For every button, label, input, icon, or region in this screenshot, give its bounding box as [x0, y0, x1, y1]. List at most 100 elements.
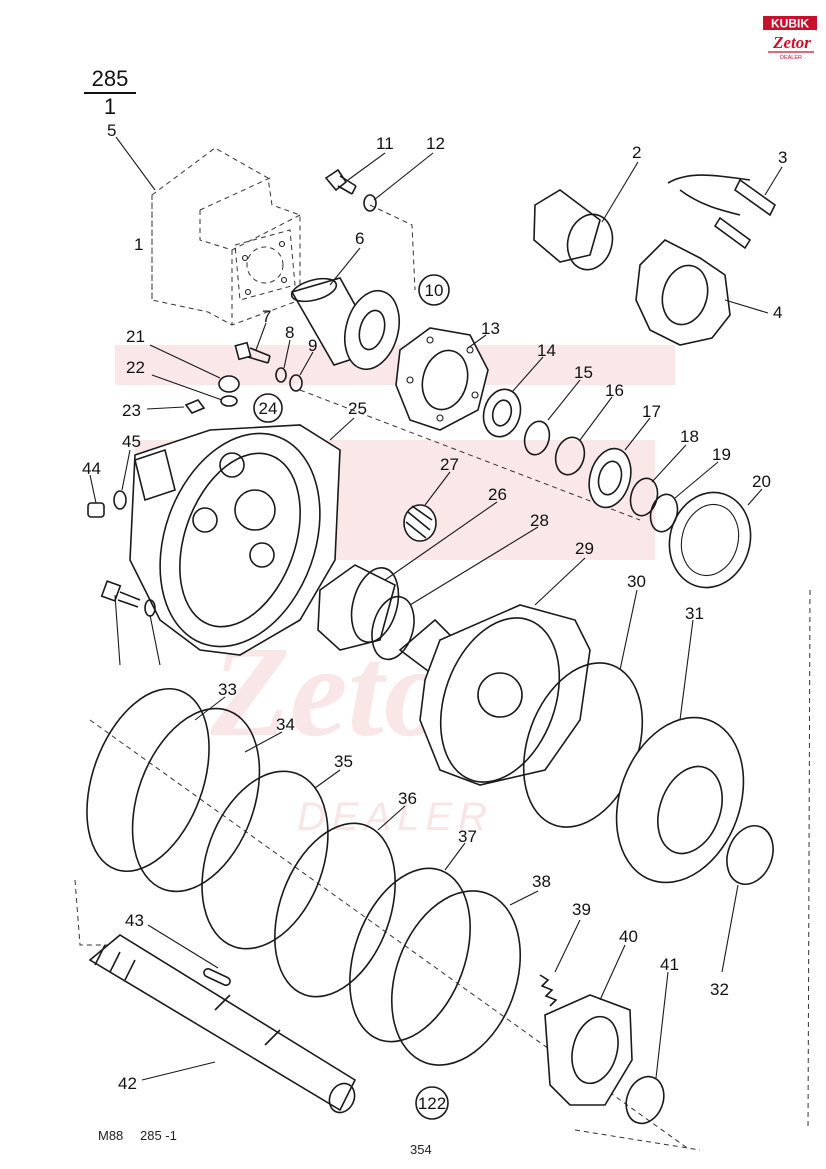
part-42-shaft — [88, 934, 357, 1114]
circled-ref-10 — [418, 274, 450, 306]
part-22-seal-lower — [113, 490, 127, 510]
watermark-band-top — [115, 345, 675, 385]
part-21-plug-upper — [218, 375, 240, 393]
part-label: 6 — [355, 229, 364, 248]
housing-edges — [199, 177, 301, 325]
leader-35 — [314, 769, 341, 789]
leader-31 — [679, 619, 694, 721]
housing-window — [219, 452, 245, 478]
leader-42 — [141, 1061, 216, 1081]
leader-19 — [674, 461, 719, 499]
part-27-coupling — [403, 504, 437, 542]
housing-outline — [151, 147, 301, 326]
leader-21-upper — [149, 344, 221, 379]
screw-head — [234, 341, 252, 361]
part-3-chain-pin — [667, 174, 777, 250]
part-7-screw — [234, 341, 271, 364]
logo-line1: KUBIK — [771, 17, 809, 31]
part-13-flange — [395, 327, 489, 431]
hub-body — [317, 564, 396, 651]
part-2-cap — [533, 189, 614, 271]
sleeve-flange — [344, 289, 400, 371]
part-17-bearing — [588, 447, 632, 509]
part-label: 21 — [126, 327, 145, 346]
coupling-body — [403, 504, 437, 542]
screw-thread — [117, 591, 141, 608]
leader-23 — [146, 406, 185, 410]
chain — [667, 174, 751, 216]
gasket-inner — [680, 503, 740, 577]
part-label: 25 — [348, 399, 367, 418]
housing-window — [192, 507, 218, 533]
leader-36 — [377, 805, 406, 831]
leader-22-lower — [121, 449, 131, 491]
part-label: 9 — [308, 336, 317, 355]
part-8-washer — [275, 367, 287, 383]
axis-left-bracket — [74, 879, 110, 946]
axis-right-edge — [807, 589, 811, 1131]
pin-lower — [713, 216, 752, 250]
footer-sheet: 285 -1 — [140, 1128, 177, 1143]
leader-21-lower — [89, 474, 97, 504]
part-4-cover-plate — [635, 239, 731, 346]
leader-2 — [601, 161, 639, 223]
flange-hole — [436, 414, 444, 422]
part-label: 11 — [376, 134, 394, 153]
piston-inner — [657, 765, 723, 855]
part-39-spring — [539, 974, 558, 1007]
part-22-seal-upper — [220, 395, 238, 407]
part-35-disc — [201, 770, 329, 950]
leader-lines — [89, 136, 783, 1081]
part-label: 12 — [426, 134, 445, 153]
leader-25 — [329, 417, 355, 441]
part-label: 38 — [532, 872, 551, 891]
plate-body — [635, 239, 731, 346]
axis-bearing-train — [299, 389, 641, 521]
part-label: 7 — [262, 307, 271, 326]
housing-window — [249, 542, 275, 568]
gasket-outer — [668, 491, 752, 589]
leader-16 — [579, 396, 613, 441]
axis-bolt-11 — [369, 204, 416, 291]
leader-44 — [114, 594, 121, 666]
part-44-screw — [100, 580, 141, 608]
part-26-hub — [317, 564, 400, 651]
leader-43 — [147, 924, 219, 969]
part-label: 8 — [285, 323, 294, 342]
footer-code: M88 — [98, 1128, 124, 1143]
part-label: 22 — [126, 358, 145, 377]
leader-6 — [329, 247, 361, 286]
carrier-bore — [571, 1015, 619, 1085]
part-43-key — [203, 967, 231, 987]
flange-hole — [426, 336, 434, 344]
part-label: 43 — [125, 911, 144, 930]
drum-body — [419, 604, 591, 786]
flange-hole — [471, 391, 479, 399]
part-20-gasket — [668, 491, 752, 589]
part-label: 40 — [619, 927, 638, 946]
part-29-drum — [398, 604, 591, 786]
circled-ref-24 — [253, 393, 283, 423]
hub-face — [350, 567, 400, 643]
part-38-ring — [390, 890, 522, 1066]
leader-38 — [509, 890, 539, 906]
housing-inner — [179, 452, 301, 628]
part-36-disc — [274, 822, 396, 998]
flange-bore — [421, 349, 469, 411]
leader-33 — [194, 696, 226, 721]
logo-banner — [763, 16, 817, 30]
leader-26 — [384, 501, 498, 581]
leader-13 — [467, 334, 487, 349]
leader-14 — [511, 356, 544, 393]
housing-boss — [134, 448, 176, 502]
part-label: 29 — [575, 539, 594, 558]
part-32-ring — [726, 825, 774, 885]
part-23-nipple — [184, 399, 206, 414]
circled-ref-24-label: 24 — [259, 399, 278, 418]
drum-face — [439, 617, 561, 783]
part-15-circlip — [523, 420, 551, 456]
plug-head — [87, 502, 105, 518]
part-11-bolt — [324, 168, 357, 195]
part-label: 19 — [712, 445, 731, 464]
